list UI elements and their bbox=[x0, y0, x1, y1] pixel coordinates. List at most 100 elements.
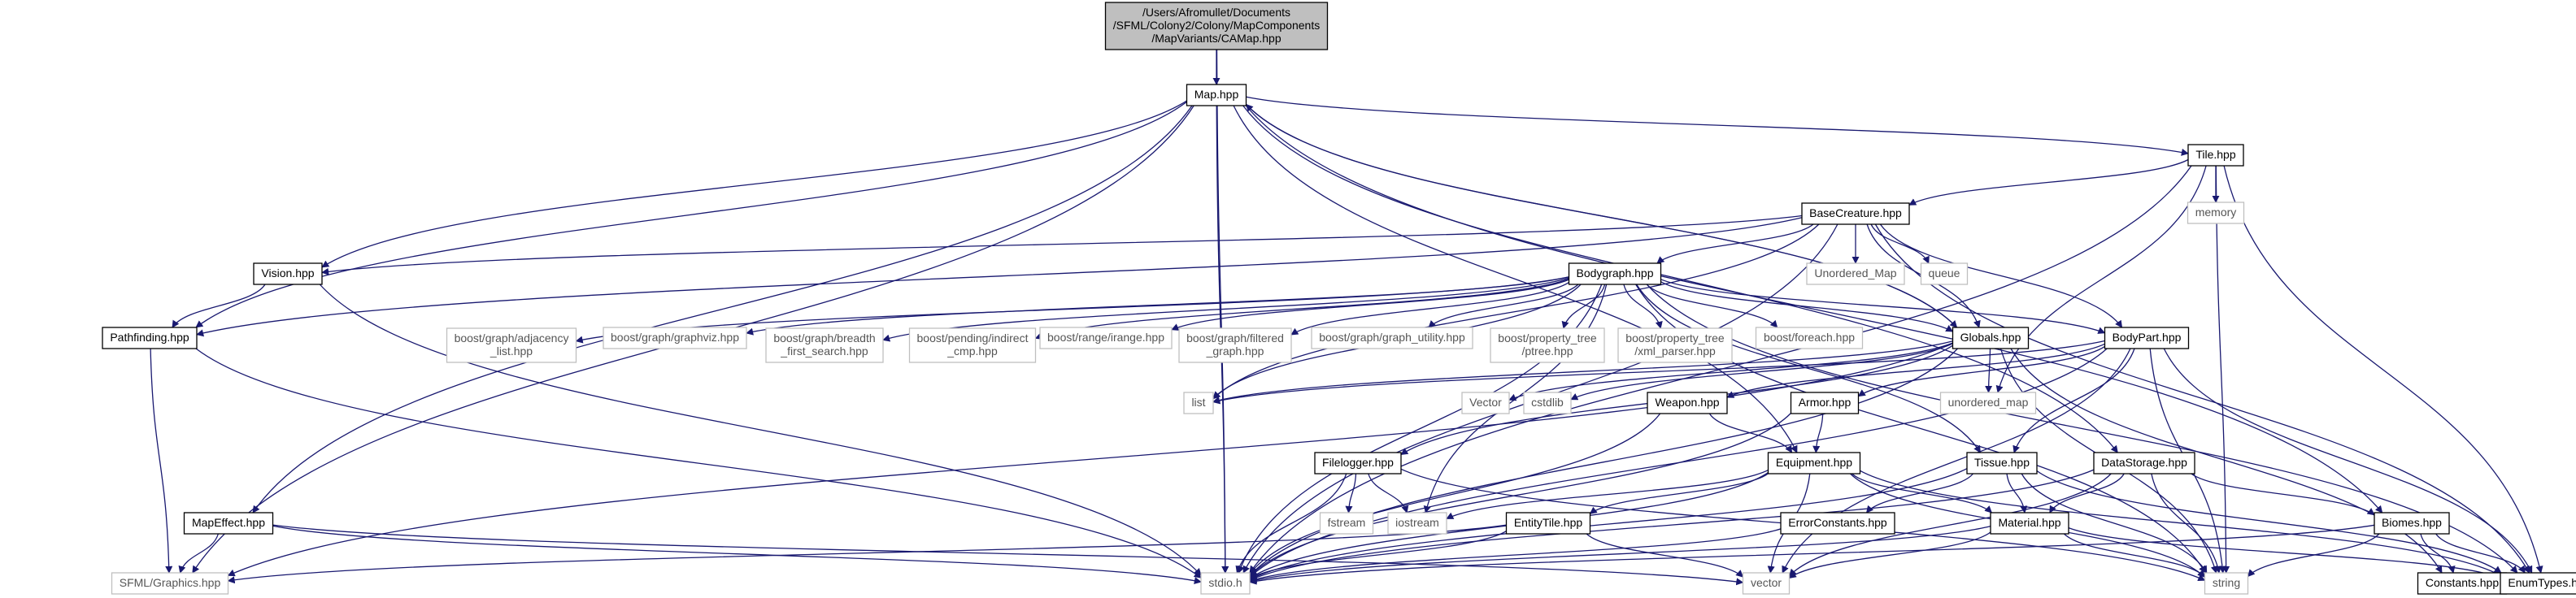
node-graphutil: boost/graph/graph_utility.hpp bbox=[1311, 327, 1473, 349]
node-label: /xml_parser.hpp bbox=[1634, 344, 1716, 358]
node-label: _list.hpp bbox=[490, 344, 533, 358]
node-label: Map.hpp bbox=[1194, 88, 1239, 101]
node-box bbox=[446, 327, 577, 363]
node-label: /MapVariants/CAMap.hpp bbox=[1151, 32, 1281, 45]
node-label: stdio.h bbox=[1208, 576, 1242, 589]
node-equipment[interactable]: Equipment.hpp bbox=[1767, 452, 1861, 474]
node-bodypart[interactable]: BodyPart.hpp bbox=[2104, 327, 2190, 349]
node-constants[interactable]: Constants.hpp bbox=[2417, 572, 2508, 595]
edges-layer bbox=[150, 49, 2543, 586]
node-tile[interactable]: Tile.hpp bbox=[2187, 144, 2244, 167]
edge-bodypart-to-list bbox=[1212, 340, 2105, 405]
node-box bbox=[1311, 327, 1473, 349]
node-box bbox=[2500, 572, 2576, 595]
node-label: cstdlib bbox=[1531, 396, 1564, 409]
edge-mapeffect-to-vector bbox=[272, 524, 1744, 586]
node-box bbox=[1039, 327, 1173, 349]
edge-tissue-to-stdio bbox=[1249, 468, 1968, 580]
node-box bbox=[2374, 512, 2450, 535]
node-label: _first_search.hpp bbox=[780, 344, 868, 358]
edge-globals-to-list bbox=[1212, 340, 1953, 404]
node-box bbox=[253, 262, 323, 285]
node-tissue[interactable]: Tissue.hpp bbox=[1966, 452, 2038, 474]
node-box bbox=[1647, 392, 1728, 414]
node-stdio: stdio.h bbox=[1200, 572, 1251, 595]
edge-tissue-to-errorconstants bbox=[1865, 473, 1974, 514]
node-label: boost/graph/graph_utility.hpp bbox=[1319, 331, 1465, 344]
edge-tile-to-unordered-map bbox=[1995, 165, 2207, 393]
edge-material-to-enumtypes bbox=[2068, 526, 2501, 579]
node-filelogger[interactable]: Filelogger.hpp bbox=[1314, 452, 1402, 474]
node-label: Filelogger.hpp bbox=[1322, 456, 1394, 469]
edge-bodypart-to-armor bbox=[1857, 345, 2105, 397]
node-list: list bbox=[1183, 392, 1214, 414]
edge-equipment-to-enumtypes bbox=[1860, 470, 2501, 576]
node-label: Biomes.hpp bbox=[2382, 516, 2442, 529]
node-filtered: boost/graph/filtered_graph.hpp bbox=[1178, 327, 1292, 363]
edge-bodygraph-to-globals bbox=[1660, 281, 1954, 332]
node-box bbox=[1387, 512, 1447, 535]
node-adjacency: boost/graph/adjacency_list.hpp bbox=[446, 327, 577, 363]
edge-filelogger-to-stdio bbox=[1235, 473, 1347, 574]
node-entitytile[interactable]: EntityTile.hpp bbox=[1505, 512, 1591, 535]
edge-tile-to-basecreature bbox=[1908, 158, 2189, 206]
node-box bbox=[102, 327, 198, 349]
node-box bbox=[1104, 2, 1329, 50]
node-bodygraph[interactable]: Bodygraph.hpp bbox=[1568, 262, 1662, 285]
node-mapeffect[interactable]: MapEffect.hpp bbox=[183, 512, 274, 535]
edge-basecreature-to-bodygraph bbox=[1656, 223, 1814, 264]
node-box bbox=[908, 327, 1037, 363]
edge-pathfinding-to-sfmlgraphics bbox=[150, 348, 173, 574]
edge-entitytile-to-vector bbox=[1586, 533, 1744, 578]
node-box bbox=[1568, 262, 1662, 285]
edge-bodygraph-to-tissue bbox=[1636, 284, 1981, 453]
node-map[interactable]: Map.hpp bbox=[1186, 84, 1247, 106]
node-string: string bbox=[2204, 572, 2249, 595]
node-datastorage[interactable]: DataStorage.hpp bbox=[2093, 452, 2195, 474]
node-label: _cmp.hpp bbox=[946, 344, 998, 358]
node-box bbox=[2204, 572, 2249, 595]
node-weapon[interactable]: Weapon.hpp bbox=[1647, 392, 1728, 414]
node-pathfinding[interactable]: Pathfinding.hpp bbox=[102, 327, 198, 349]
node-label: Armor.hpp bbox=[1799, 396, 1852, 409]
node-box bbox=[2417, 572, 2508, 595]
node-globals[interactable]: Globals.hpp bbox=[1952, 327, 2030, 349]
edge-material-to-vector bbox=[1788, 531, 1991, 579]
node-indirect: boost/pending/indirect_cmp.hpp bbox=[908, 327, 1037, 363]
edge-map-to-mapeffect bbox=[252, 105, 1193, 514]
node-box bbox=[1806, 262, 1905, 285]
edge-bodygraph-to-graphviz bbox=[746, 276, 1569, 336]
node-root[interactable]: /Users/Afromullet/Documents/SFML/Colony2… bbox=[1104, 2, 1329, 50]
edge-basecreature-to-queue bbox=[1870, 223, 1930, 264]
node-label: list bbox=[1191, 396, 1205, 409]
node-box bbox=[1186, 84, 1247, 106]
node-box bbox=[2187, 202, 2245, 224]
node-vector-cap: Vector bbox=[1461, 392, 1510, 414]
edge-globals-to-cstdlib bbox=[1570, 343, 1953, 401]
node-errorconstants[interactable]: ErrorConstants.hpp bbox=[1780, 512, 1895, 535]
node-vision[interactable]: Vision.hpp bbox=[253, 262, 323, 285]
node-armor[interactable]: Armor.hpp bbox=[1790, 392, 1860, 414]
node-label: boost/graph/breadth bbox=[773, 332, 875, 344]
edge-entitytile-to-sfmlgraphics bbox=[227, 524, 1507, 584]
edge-basecreature-to-vision bbox=[321, 214, 1803, 275]
node-label: Globals.hpp bbox=[1960, 331, 2021, 344]
node-label: boost/pending/indirect bbox=[917, 332, 1029, 344]
edge-datastorage-to-biomes bbox=[2191, 473, 2375, 516]
edge-datastorage-to-vector bbox=[1788, 473, 2112, 577]
node-box bbox=[1801, 202, 1910, 225]
edge-basecreature-to-bodypart bbox=[1879, 223, 2123, 328]
node-material[interactable]: Material.hpp bbox=[1990, 512, 2069, 535]
node-sfmlgraphics: SFML/Graphics.hpp bbox=[111, 572, 229, 595]
node-label: memory bbox=[2195, 206, 2237, 219]
node-box bbox=[1314, 452, 1402, 474]
node-biomes[interactable]: Biomes.hpp bbox=[2374, 512, 2450, 535]
node-enumtypes[interactable]: EnumTypes.hpp bbox=[2500, 572, 2576, 595]
node-box bbox=[1990, 512, 2069, 535]
node-basecreature[interactable]: BaseCreature.hpp bbox=[1801, 202, 1910, 225]
node-bfs: boost/graph/breadth_first_search.hpp bbox=[765, 327, 884, 363]
edge-bodygraph-to-ptree bbox=[1561, 284, 1606, 329]
node-label: /ptree.hpp bbox=[1521, 344, 1573, 358]
node-iostream: iostream bbox=[1387, 512, 1447, 535]
node-label: /SFML/Colony2/Colony/MapComponents bbox=[1113, 19, 1320, 32]
